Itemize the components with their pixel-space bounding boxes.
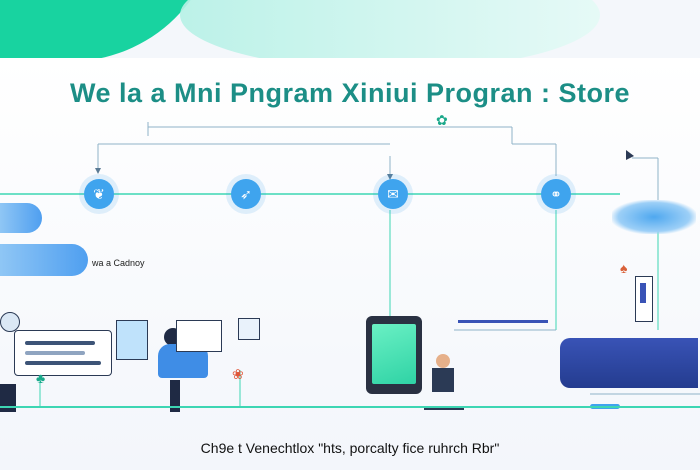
shelf-line	[458, 320, 548, 323]
page-title: We la a Mni Pngram Xiniui Progran : Stor…	[69, 78, 631, 108]
flower-icon: ❀	[232, 366, 244, 382]
server-icon	[635, 276, 653, 322]
leaf-icon: ✿	[436, 112, 448, 128]
tablet-device	[366, 316, 422, 394]
link-icon[interactable]: ⚭	[541, 179, 571, 209]
ground-line	[0, 406, 700, 408]
cloud-icon	[612, 200, 696, 234]
footer-text: Ch9e t Venechtlox "hts, porcalty fice ru…	[200, 440, 500, 456]
person-standing	[432, 368, 454, 392]
rocket-icon[interactable]: ➶	[231, 179, 261, 209]
dark-blue-panel	[560, 338, 698, 388]
blue-pill-top	[0, 203, 42, 233]
globe-icon	[0, 312, 20, 332]
frame-icon	[238, 318, 260, 340]
document-icon	[116, 320, 148, 360]
blue-pill-bottom	[0, 244, 88, 276]
person-standing-head	[436, 354, 450, 368]
control-panel-device	[14, 330, 112, 376]
chair-icon	[0, 384, 16, 412]
caption-left: wa a Cadnoy	[92, 258, 145, 268]
plant-icon-left: ♣	[36, 370, 46, 386]
chat-icon[interactable]: ✉	[378, 179, 408, 209]
fire-icon: ♠	[620, 260, 628, 276]
stool-icon	[170, 380, 180, 412]
bench-icon	[424, 406, 464, 410]
monitor-icon	[176, 320, 222, 352]
fish-icon[interactable]: ❦	[84, 179, 114, 209]
